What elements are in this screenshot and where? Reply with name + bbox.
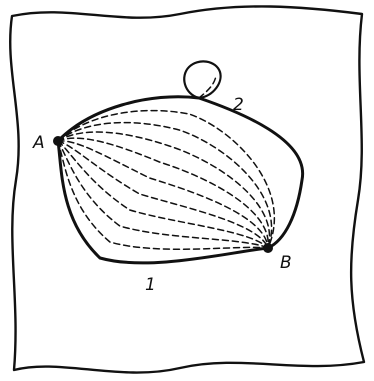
dashed-path-4 — [58, 141, 268, 248]
curve-1-label: 1 — [145, 275, 156, 295]
point-b-label: B — [280, 253, 292, 273]
point-b-marker — [263, 243, 273, 253]
dashed-paths-group — [58, 111, 274, 250]
dashed-path-3 — [58, 141, 268, 248]
curve-2-label: 2 — [233, 95, 244, 115]
dashed-path-6 — [58, 138, 268, 248]
point-a-marker — [53, 136, 63, 146]
point-a-label: A — [32, 133, 45, 153]
dashed-path-1 — [58, 141, 268, 249]
dashed-path-9 — [58, 111, 274, 248]
dashed-path-2 — [58, 141, 268, 248]
dashed-path-5 — [58, 141, 268, 248]
curve-1 — [58, 141, 268, 263]
